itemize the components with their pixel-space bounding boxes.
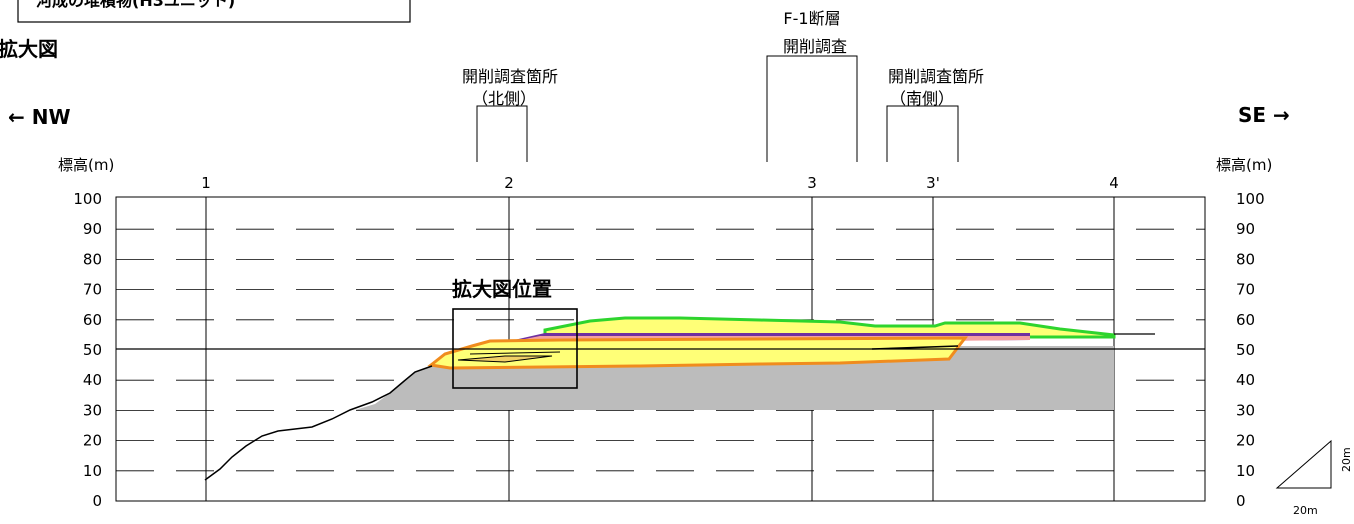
y-tick-label: 100 <box>1236 190 1265 208</box>
survey-north-bracket <box>476 105 528 162</box>
y-tick-label: 50 <box>83 341 102 359</box>
direction-se-label: SE → <box>1238 103 1290 127</box>
y-tick-label: 10 <box>1236 462 1255 480</box>
deposit-lens <box>457 355 553 363</box>
enlarge-position-label: 拡大図位置 <box>452 277 552 301</box>
y-tick-label: 60 <box>1236 311 1255 329</box>
y-tick-label: 70 <box>1236 281 1255 299</box>
elevation-label-left: 標高(m) <box>58 156 114 174</box>
y-tick-label: 40 <box>83 371 102 389</box>
scale-horizontal-label: 20m <box>1293 504 1318 517</box>
enlarge-position-box <box>452 308 578 389</box>
terrain-surface-line <box>204 365 433 481</box>
section-point-label: 3' <box>926 174 940 192</box>
section-point-label: 1 <box>201 174 211 192</box>
y-tick-label: 100 <box>73 190 102 208</box>
y-tick-label: 90 <box>1236 220 1255 238</box>
elevation-label-right: 標高(m) <box>1216 156 1272 174</box>
fault-survey-label-line2: 開削調査 <box>783 37 847 56</box>
section-point-label: 4 <box>1109 174 1119 192</box>
y-tick-label: 10 <box>83 462 102 480</box>
y-tick-label: 70 <box>83 281 102 299</box>
y-tick-label: 30 <box>83 401 102 419</box>
y-tick-label: 60 <box>83 311 102 329</box>
enlarged-view-label: 拡大図 <box>0 37 58 61</box>
scale-vertical-label: 20m <box>1340 447 1353 472</box>
top-green-layer <box>543 316 1116 339</box>
y-tick-label: 20 <box>1236 432 1255 450</box>
y-tick-label: 40 <box>1236 371 1255 389</box>
legend-box <box>17 0 411 23</box>
y-tick-label: 20 <box>83 432 102 450</box>
scale-triangle <box>1275 439 1332 489</box>
survey-north-label-line1: 開削調査箇所 <box>462 67 558 86</box>
section-point-label: 3 <box>807 174 817 192</box>
y-tick-label: 0 <box>92 492 102 510</box>
survey-north-label-line2: （北側） <box>472 89 536 108</box>
survey-south-label-line2: （南側） <box>890 89 954 108</box>
y-tick-label: 0 <box>1236 492 1246 510</box>
legend-box-text: 河成の堆積物(H3ユニット) <box>36 0 235 10</box>
deposit-inner-line <box>469 351 561 355</box>
y-tick-label: 80 <box>83 250 102 268</box>
y-tick-label: 30 <box>1236 401 1255 419</box>
survey-south-bracket <box>886 105 959 162</box>
fault-survey-bracket <box>766 55 858 162</box>
y-tick-label: 90 <box>83 220 102 238</box>
fault-survey-label-line1: F-1断層 <box>783 9 840 28</box>
direction-nw-label: ← NW <box>8 105 71 129</box>
plot-frame <box>115 196 1206 502</box>
y-tick-label: 50 <box>1236 341 1255 359</box>
y-tick-label: 80 <box>1236 250 1255 268</box>
section-point-label: 2 <box>504 174 514 192</box>
survey-south-label-line1: 開削調査箇所 <box>888 67 984 86</box>
